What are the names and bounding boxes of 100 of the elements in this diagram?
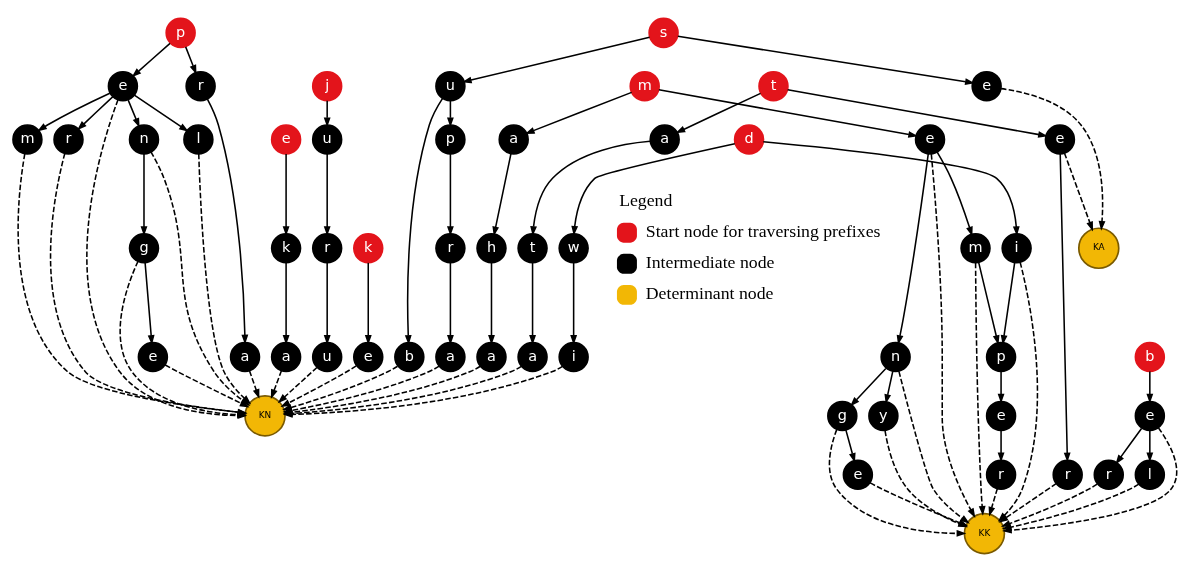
node-circle: t xyxy=(517,232,548,264)
node-circle: a xyxy=(476,341,507,372)
node-circle: d xyxy=(733,123,765,155)
arrow xyxy=(530,140,651,236)
arrow xyxy=(977,261,1000,345)
node-circle: r xyxy=(1052,458,1083,490)
arrow xyxy=(488,261,495,345)
arrow xyxy=(850,367,887,407)
node-circle: r xyxy=(435,232,466,264)
node-circle: a xyxy=(498,123,529,155)
arrow xyxy=(1063,151,1094,231)
arrow xyxy=(140,152,148,236)
arrow xyxy=(1000,87,1106,231)
arrow xyxy=(1059,152,1071,462)
node-circle: i xyxy=(558,341,589,372)
node-circle: e xyxy=(1044,123,1076,155)
arrow xyxy=(570,261,578,345)
node-circle: e xyxy=(971,70,1002,101)
node-circle: g xyxy=(128,232,160,264)
arrow xyxy=(364,261,372,345)
arrow xyxy=(988,487,999,517)
arrow xyxy=(677,34,975,85)
node-circle: m xyxy=(12,123,43,155)
node-circle: e xyxy=(107,70,139,101)
arrow xyxy=(133,93,189,132)
node-circle: a xyxy=(229,341,261,372)
node-circle: u xyxy=(435,70,466,101)
node-circle: t xyxy=(758,70,789,101)
node-circle: h xyxy=(476,232,507,264)
node-circle: p xyxy=(985,341,1017,372)
arrow xyxy=(37,91,111,131)
node-circle: n xyxy=(128,123,160,155)
arrow xyxy=(131,42,171,77)
arrow xyxy=(930,152,976,518)
node-circle: s xyxy=(648,17,679,48)
node-circle: p xyxy=(435,123,466,155)
arrow xyxy=(270,369,283,399)
arrow xyxy=(282,152,290,236)
node-circle: j xyxy=(311,70,343,101)
arrow xyxy=(280,364,358,407)
node-circle: i xyxy=(1001,232,1032,264)
node-circle: e xyxy=(137,341,169,372)
arrow xyxy=(323,152,331,236)
arrow xyxy=(277,366,318,403)
node-circle: r xyxy=(185,70,216,101)
node-circle: w xyxy=(558,232,589,264)
node-circle: e xyxy=(270,123,302,155)
arrow xyxy=(884,370,894,404)
arrow xyxy=(127,98,140,128)
legend-label: Determinant node xyxy=(645,282,774,303)
arrow xyxy=(936,150,973,236)
arrow xyxy=(323,261,331,345)
node-circle: e xyxy=(1134,400,1166,431)
arrow xyxy=(997,429,1005,462)
arrow xyxy=(845,428,856,463)
arrow xyxy=(77,95,114,130)
node-circle: a xyxy=(270,341,302,372)
node-circle: p xyxy=(165,17,196,48)
arrow xyxy=(206,97,249,344)
node-circle: l xyxy=(183,123,214,155)
arrow xyxy=(997,370,1005,403)
node-circle: n xyxy=(880,341,911,372)
arrow xyxy=(675,92,762,133)
node-circle: u xyxy=(311,123,343,155)
arrow xyxy=(762,140,1020,236)
arrow xyxy=(1000,482,1098,527)
node-circle: a xyxy=(649,123,680,155)
arrow xyxy=(447,261,454,345)
node-circle: k xyxy=(353,232,384,264)
arrow xyxy=(1000,261,1016,345)
node-circle: g xyxy=(827,400,858,431)
node-circle: b xyxy=(1134,341,1166,372)
node-circle: u xyxy=(311,341,343,372)
arrow xyxy=(974,261,986,516)
node-circle: m xyxy=(629,70,660,101)
node-circle: k xyxy=(270,232,302,264)
arrow xyxy=(1115,427,1143,464)
arrow xyxy=(461,36,651,83)
node-circle: y xyxy=(868,400,899,431)
node-circle: m xyxy=(960,232,991,264)
arrow xyxy=(144,261,155,345)
arrow xyxy=(492,152,512,236)
node-circle: a xyxy=(517,341,548,372)
arrow xyxy=(1146,429,1154,462)
arrow xyxy=(404,97,444,345)
arrow xyxy=(323,99,331,127)
arrow xyxy=(571,142,736,236)
legend-label: Start node for traversing prefixes xyxy=(645,220,881,241)
node-circle: r xyxy=(53,123,84,155)
arrow xyxy=(184,45,197,75)
node-circle: r xyxy=(985,458,1017,490)
node-circle: r xyxy=(311,232,343,264)
arrow xyxy=(529,261,536,345)
node-circle: KA xyxy=(1077,226,1120,269)
arrow xyxy=(786,88,1048,138)
arrow xyxy=(282,261,290,345)
arrow xyxy=(658,88,919,138)
arrow xyxy=(1001,482,1140,530)
node-circle: e xyxy=(353,341,384,372)
node-circle: r xyxy=(1093,458,1125,490)
